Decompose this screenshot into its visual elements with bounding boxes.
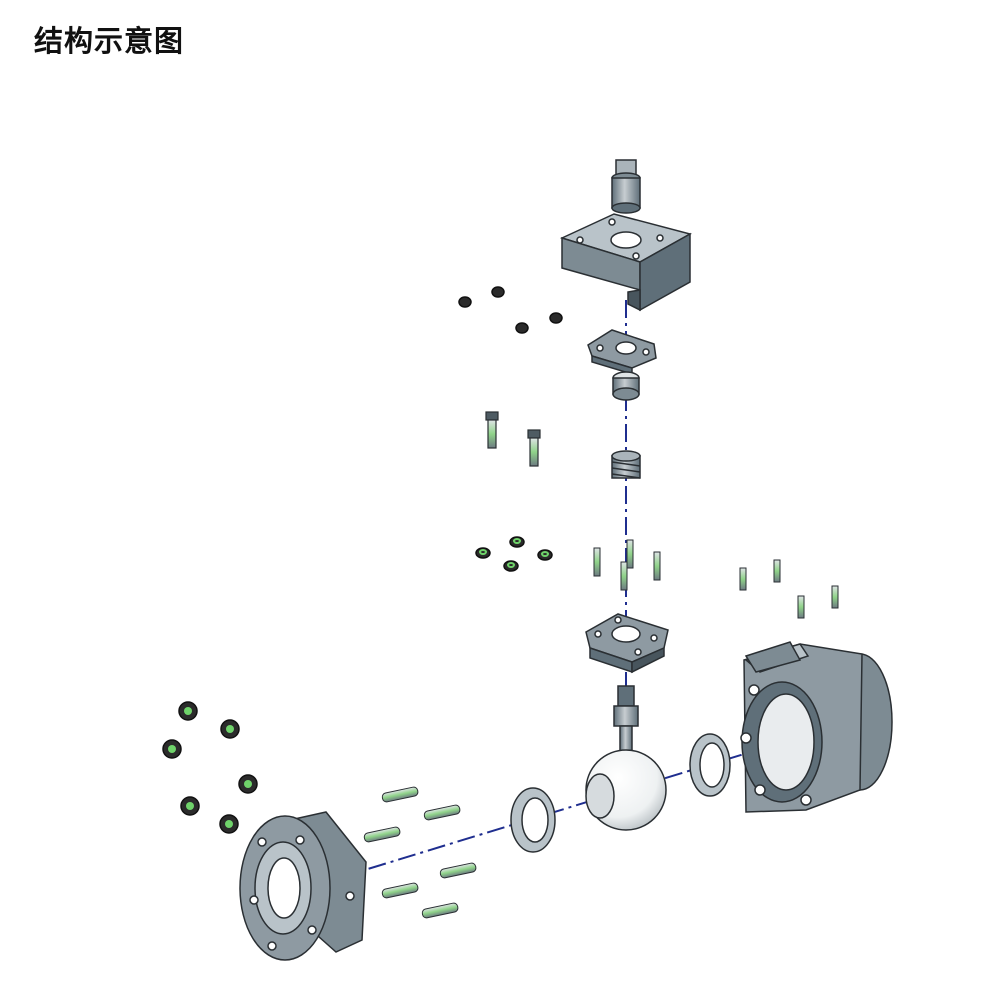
seat-ring-icon <box>510 787 556 853</box>
spring-icon <box>611 450 641 479</box>
valve-body-icon <box>740 641 893 813</box>
bracket-icon <box>559 213 692 312</box>
gland-plate-icon <box>587 329 657 376</box>
top-flange-icon <box>585 613 669 674</box>
bolt-icon <box>485 411 541 467</box>
end-cap-icon <box>239 811 367 961</box>
stud-icon <box>363 786 477 919</box>
bushing-icon <box>612 371 640 401</box>
stud-icon <box>593 539 661 591</box>
stem-icon <box>613 685 639 763</box>
ball-icon <box>585 749 667 831</box>
stem-key-icon <box>611 159 641 214</box>
nut-icon <box>458 286 563 334</box>
nut-icon <box>162 701 258 834</box>
nut-icon <box>475 536 553 572</box>
stud-icon <box>739 559 839 619</box>
seat-ring-icon <box>689 733 731 797</box>
page-title: 结构示意图 <box>34 24 185 58</box>
